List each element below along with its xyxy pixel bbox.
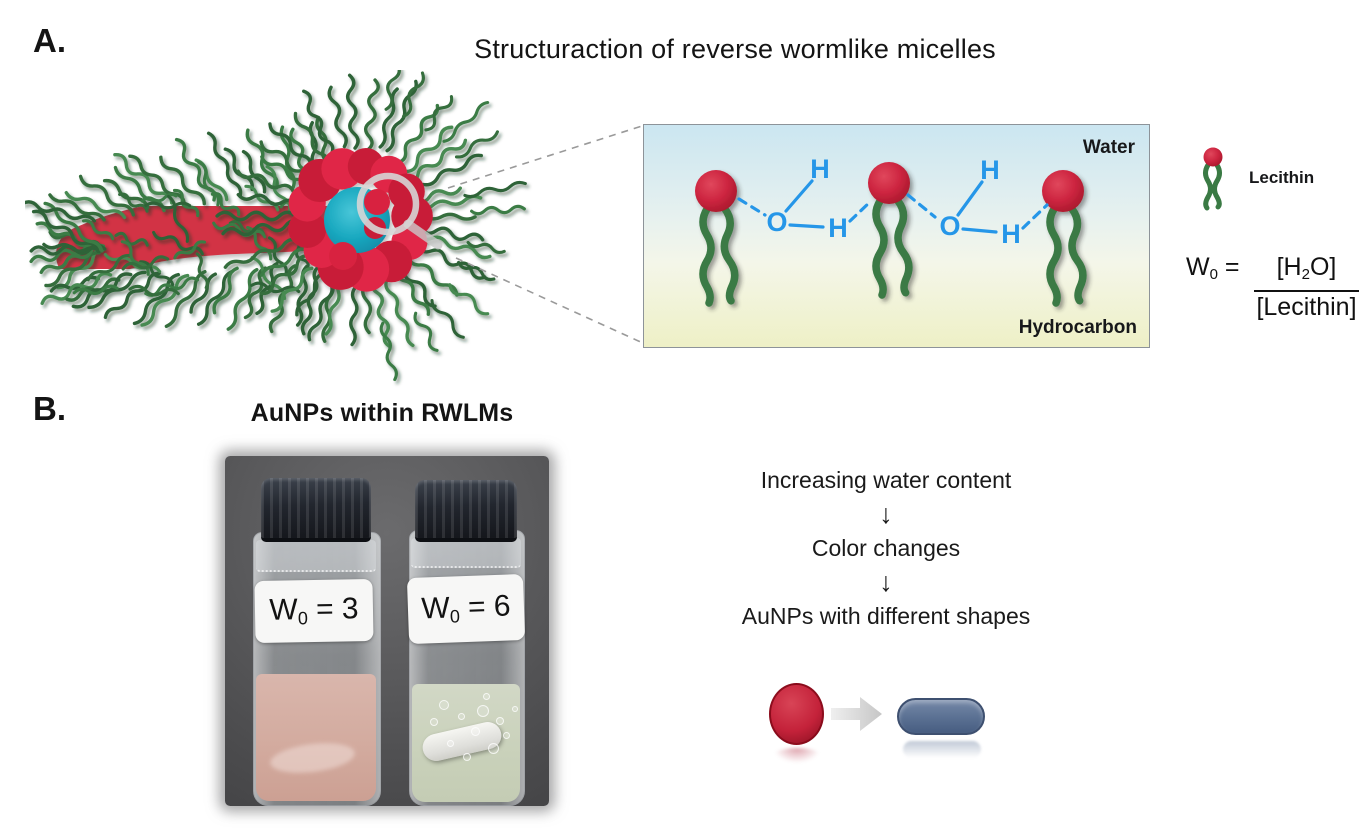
process-flow: Increasing water content ↓ Color changes… xyxy=(683,466,1089,630)
h-atom-label: H xyxy=(810,154,830,184)
vial-left-label-base: W xyxy=(269,593,298,627)
lecithin-legend: Lecithin xyxy=(1192,146,1314,212)
lecithin-legend-icon xyxy=(1203,147,1223,211)
w0-formula: W0 = [H2O] [Lecithin] xyxy=(1186,252,1359,322)
bubble xyxy=(430,718,438,726)
hydrogen-bond-dashes xyxy=(737,193,1049,230)
formula-denominator: [Lecithin] xyxy=(1254,290,1359,322)
hydrocarbon-phase-label: Hydrocarbon xyxy=(1018,317,1137,338)
vial-right-label-value: = 6 xyxy=(459,589,512,625)
bubble xyxy=(439,700,449,710)
vial-left-cap xyxy=(261,478,371,542)
bubble xyxy=(488,743,499,754)
vial-right-cap xyxy=(415,480,517,542)
vial-left-label: W0 = 3 xyxy=(254,578,374,644)
water-atom-labels: H O H H O H xyxy=(766,154,1020,249)
bubble xyxy=(463,753,471,761)
reverse-wormlike-micelle-illustration xyxy=(25,70,527,382)
vial-photo: W0 = 3 W0 = 6 xyxy=(225,456,549,806)
vial-right-label-sub: 0 xyxy=(449,606,461,627)
zoom-connector-lines xyxy=(447,124,646,345)
vial-right-seal-band xyxy=(411,538,521,568)
bubble xyxy=(512,706,518,712)
aunp-rod-reflection xyxy=(903,741,981,758)
aunp-rod xyxy=(897,698,985,735)
down-arrow-icon: ↓ xyxy=(879,499,893,529)
panel-a-label: A. xyxy=(33,22,66,59)
panel-a-title: Structuraction of reverse wormlike micel… xyxy=(474,34,996,64)
formula-w: W xyxy=(1186,253,1210,281)
vial-right-label-base: W xyxy=(420,591,451,626)
lecithin-legend-label: Lecithin xyxy=(1249,168,1315,187)
formula-numerator-subscript: 2 xyxy=(1301,266,1310,284)
aunp-sphere-reflection xyxy=(773,748,821,763)
formula-numerator-pre: [H xyxy=(1276,253,1302,281)
vial-right-label: W0 = 6 xyxy=(406,573,526,645)
vial-left-seal-band xyxy=(256,540,376,572)
panel-b-title: AuNPs within RWLMs xyxy=(250,399,514,427)
formula-numerator: [H2O] xyxy=(1263,252,1351,290)
flow-step-3: AuNPs with different shapes xyxy=(741,603,1031,629)
formula-lhs: W0 = xyxy=(1186,252,1246,290)
o-atom-label: O xyxy=(939,211,960,241)
aunp-sphere xyxy=(769,683,824,745)
formula-numerator-post: O] xyxy=(1309,253,1337,281)
vial-left-liquid xyxy=(256,674,376,801)
panel-b-label: B. xyxy=(33,390,66,427)
h-atom-label: H xyxy=(828,213,848,243)
bubble xyxy=(477,705,489,717)
bubble xyxy=(496,717,504,725)
bubble xyxy=(483,693,490,700)
h-atom-label: H xyxy=(1001,219,1021,249)
interface-inset-box: H O H H O H Water Hydrocarbon xyxy=(643,124,1150,348)
vial-left-label-value: = 3 xyxy=(307,592,359,627)
water-phase-label: Water xyxy=(1082,137,1135,158)
bubble xyxy=(447,740,454,747)
formula-fraction: [H2O] [Lecithin] xyxy=(1254,252,1359,322)
lecithin-heads xyxy=(695,162,1084,212)
flow-step-1: Increasing water content xyxy=(760,467,1012,493)
bubble xyxy=(458,713,465,720)
bubble xyxy=(471,727,480,736)
o-atom-label: O xyxy=(766,207,787,237)
formula-w-subscript: 0 xyxy=(1209,266,1218,284)
water-bond-lines xyxy=(737,179,1049,234)
bubble xyxy=(503,732,510,739)
h-atom-label: H xyxy=(980,155,1000,185)
formula-equals: = xyxy=(1217,253,1247,281)
down-arrow-icon: ↓ xyxy=(879,567,893,597)
flow-step-2: Color changes xyxy=(811,535,961,561)
lecithin-water-schematic: H O H H O H xyxy=(695,154,1087,307)
right-arrow-icon xyxy=(831,697,882,731)
vial-left-label-sub: 0 xyxy=(297,608,309,629)
lecithin-tails xyxy=(699,197,1087,307)
